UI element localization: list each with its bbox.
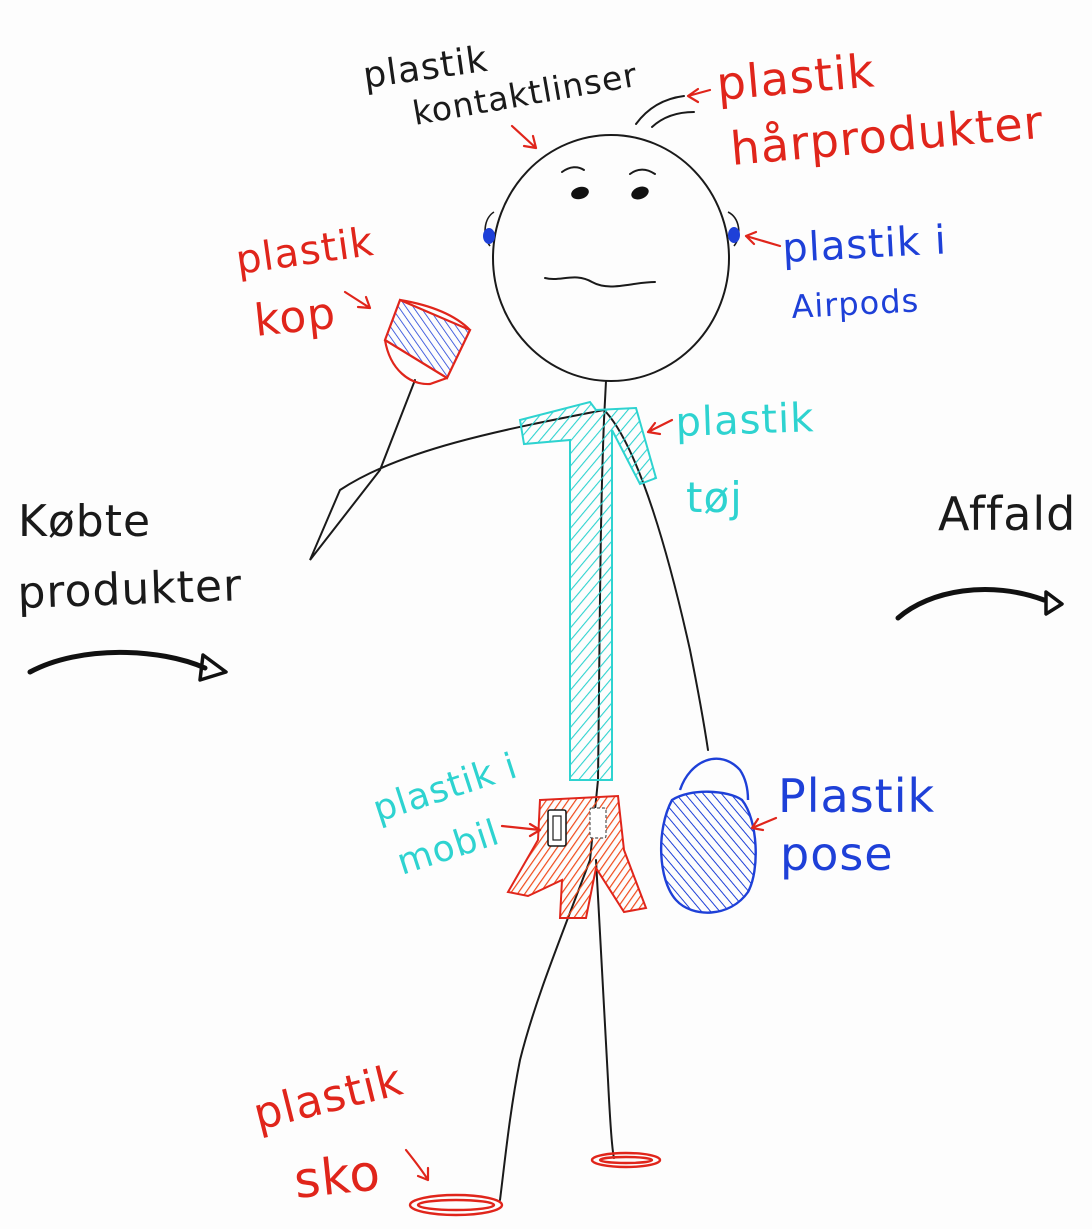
left-eye [570, 185, 590, 201]
cup-icon [385, 300, 470, 384]
label-clothes: plastik tøj [675, 395, 815, 522]
label-hair: plastik hårprodukter [714, 43, 1045, 176]
label-airpods: plastik i Airpods [781, 217, 948, 326]
hair-strands [636, 96, 694, 127]
label-shoes-line1: plastik [248, 1054, 408, 1140]
label-hair-line1: plastik [714, 43, 877, 111]
arrow-airpods [746, 232, 780, 246]
right-arm [606, 412, 708, 750]
arrow-waste-icon [898, 590, 1062, 618]
label-waste: Affald [938, 487, 1076, 541]
shoes-icon [410, 1153, 660, 1215]
shirt-icon [520, 402, 656, 780]
label-airpods-line2: Airpods [790, 281, 920, 326]
left-arm [310, 380, 604, 560]
label-bought-line1: Købte [18, 496, 151, 547]
shorts-icon [508, 796, 646, 918]
airpods-icon [483, 212, 740, 246]
label-shoes-line2: sko [291, 1143, 383, 1210]
label-bought-line2: produkter [17, 560, 243, 619]
label-contacts: plastik kontaktlinser [361, 39, 641, 133]
arrow-clothes [648, 420, 672, 434]
label-airpods-line1: plastik i [781, 217, 948, 272]
label-phone: plastik i mobil [368, 745, 522, 883]
arrow-phone [502, 824, 540, 836]
label-clothes-line2: tøj [686, 473, 743, 522]
arrow-contacts [512, 126, 536, 148]
label-cup-line1: plastik [233, 219, 377, 284]
arrow-bag [752, 818, 776, 830]
label-bag-line1: Plastik [778, 769, 935, 823]
head [493, 135, 729, 381]
arrow-hair [688, 89, 710, 102]
left-eyebrow [562, 167, 584, 172]
right-leg [596, 860, 614, 1158]
arrow-cup [345, 292, 370, 308]
mouth [545, 277, 655, 286]
arrow-bought-icon [30, 652, 226, 680]
label-shoes: plastik sko [248, 1054, 408, 1210]
label-bag-line2: pose [780, 827, 894, 881]
label-cup-line2: kop [252, 288, 339, 347]
bag-icon [661, 759, 756, 913]
label-bought: Købte produkter [17, 496, 243, 619]
label-clothes-line1: plastik [675, 395, 815, 446]
label-hair-line2: hårprodukter [728, 95, 1045, 176]
label-cup: plastik kop [233, 219, 377, 347]
arrow-shoes [406, 1150, 428, 1180]
label-phone-line1: plastik i [368, 745, 522, 830]
right-eye [629, 184, 650, 201]
label-bag: Plastik pose [778, 769, 935, 881]
label-phone-line2: mobil [392, 812, 504, 883]
right-eyebrow [630, 170, 655, 175]
label-waste-line1: Affald [938, 487, 1076, 541]
